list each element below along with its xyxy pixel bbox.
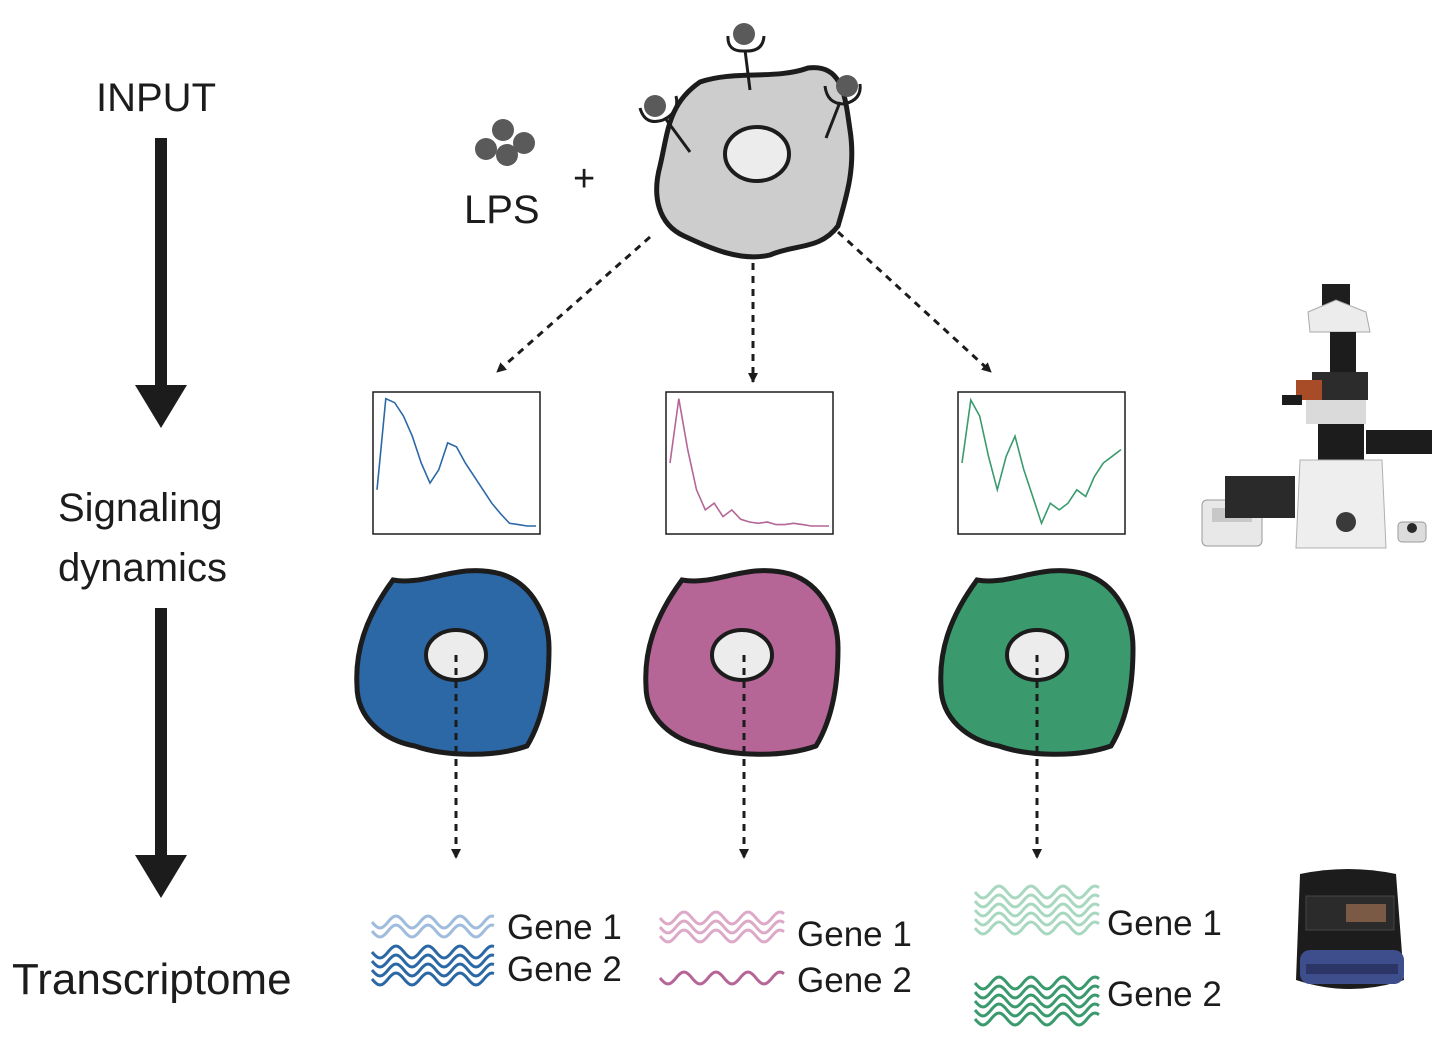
transcript-blue-gene2-strand [370, 962, 495, 978]
transcript-pink-gene1-strand [658, 928, 785, 944]
stage-label-transcriptome: Transcriptome [12, 955, 292, 1004]
lps-label: LPS [464, 188, 540, 232]
trace-line-green [961, 397, 1122, 526]
transcript-green-gene2-strand [973, 1002, 1100, 1018]
input-cell [654, 65, 855, 260]
transcript-pink-gene1-strand [658, 919, 785, 935]
transcript-green-gene2-strand [973, 993, 1100, 1009]
lps-molecules-icon [475, 119, 535, 166]
transcript-blue-gene1-strand [370, 923, 495, 939]
transcript-green-gene1-strand [973, 893, 1100, 909]
trace-line-pink [669, 398, 829, 527]
single-cell-prep-system-image [1296, 869, 1404, 989]
trace-plot-pink [665, 391, 834, 535]
stage-arrow-upper [135, 138, 187, 428]
receptor-left-icon [638, 95, 692, 153]
plus-sign: + [573, 158, 596, 200]
transcript-green-gene1-strand [973, 884, 1100, 900]
transcript-green-gene1-strand [973, 902, 1100, 918]
trace-line-blue [376, 397, 536, 527]
gene-label-green-2: Gene 2 [1107, 975, 1222, 1014]
transcript-green-gene2-strand [973, 1011, 1100, 1027]
transcript-green-gene1-strand [973, 920, 1100, 936]
trace-plot-blue [372, 391, 541, 535]
stage-arrow-lower [135, 608, 187, 898]
transcript-blue-gene1-strand [370, 914, 495, 930]
transcript-green-gene1-strand [973, 911, 1100, 927]
gene-label-pink-1: Gene 1 [797, 915, 912, 954]
transcript-pink-gene1-strand [658, 910, 785, 926]
gene-label-green-1: Gene 1 [1107, 904, 1222, 943]
transcript-waves [370, 884, 1100, 1027]
transcript-blue-gene2-strand [370, 971, 495, 987]
gene-label-blue-2: Gene 2 [507, 950, 622, 989]
microscope-image [1201, 284, 1432, 549]
cell-pink-nucleus [710, 628, 774, 682]
stage-label-signaling-line1: Signaling [58, 486, 223, 530]
transcript-green-gene2-strand [973, 975, 1100, 991]
transcript-blue-gene2-strand [370, 953, 495, 969]
input-cell-nucleus [723, 125, 791, 183]
transcript-blue-gene2-strand [370, 944, 495, 960]
cell-pink [643, 568, 841, 757]
stage-label-signaling-line2: dynamics [58, 546, 227, 590]
receptor-right-icon [823, 75, 862, 139]
dotted-arrow-to-green [836, 230, 993, 374]
transcript-green-gene2-strand [973, 984, 1100, 1000]
gene-label-blue-1: Gene 1 [507, 908, 622, 947]
trace-plot-green [957, 391, 1126, 535]
receptor-top-icon [726, 23, 766, 91]
transcript-pink-gene2-strand [658, 970, 785, 986]
gene-label-pink-2: Gene 2 [797, 961, 912, 1000]
cell-blue [354, 568, 552, 757]
stage-label-input: INPUT [96, 76, 216, 120]
dotted-arrow-to-blue [496, 235, 651, 374]
